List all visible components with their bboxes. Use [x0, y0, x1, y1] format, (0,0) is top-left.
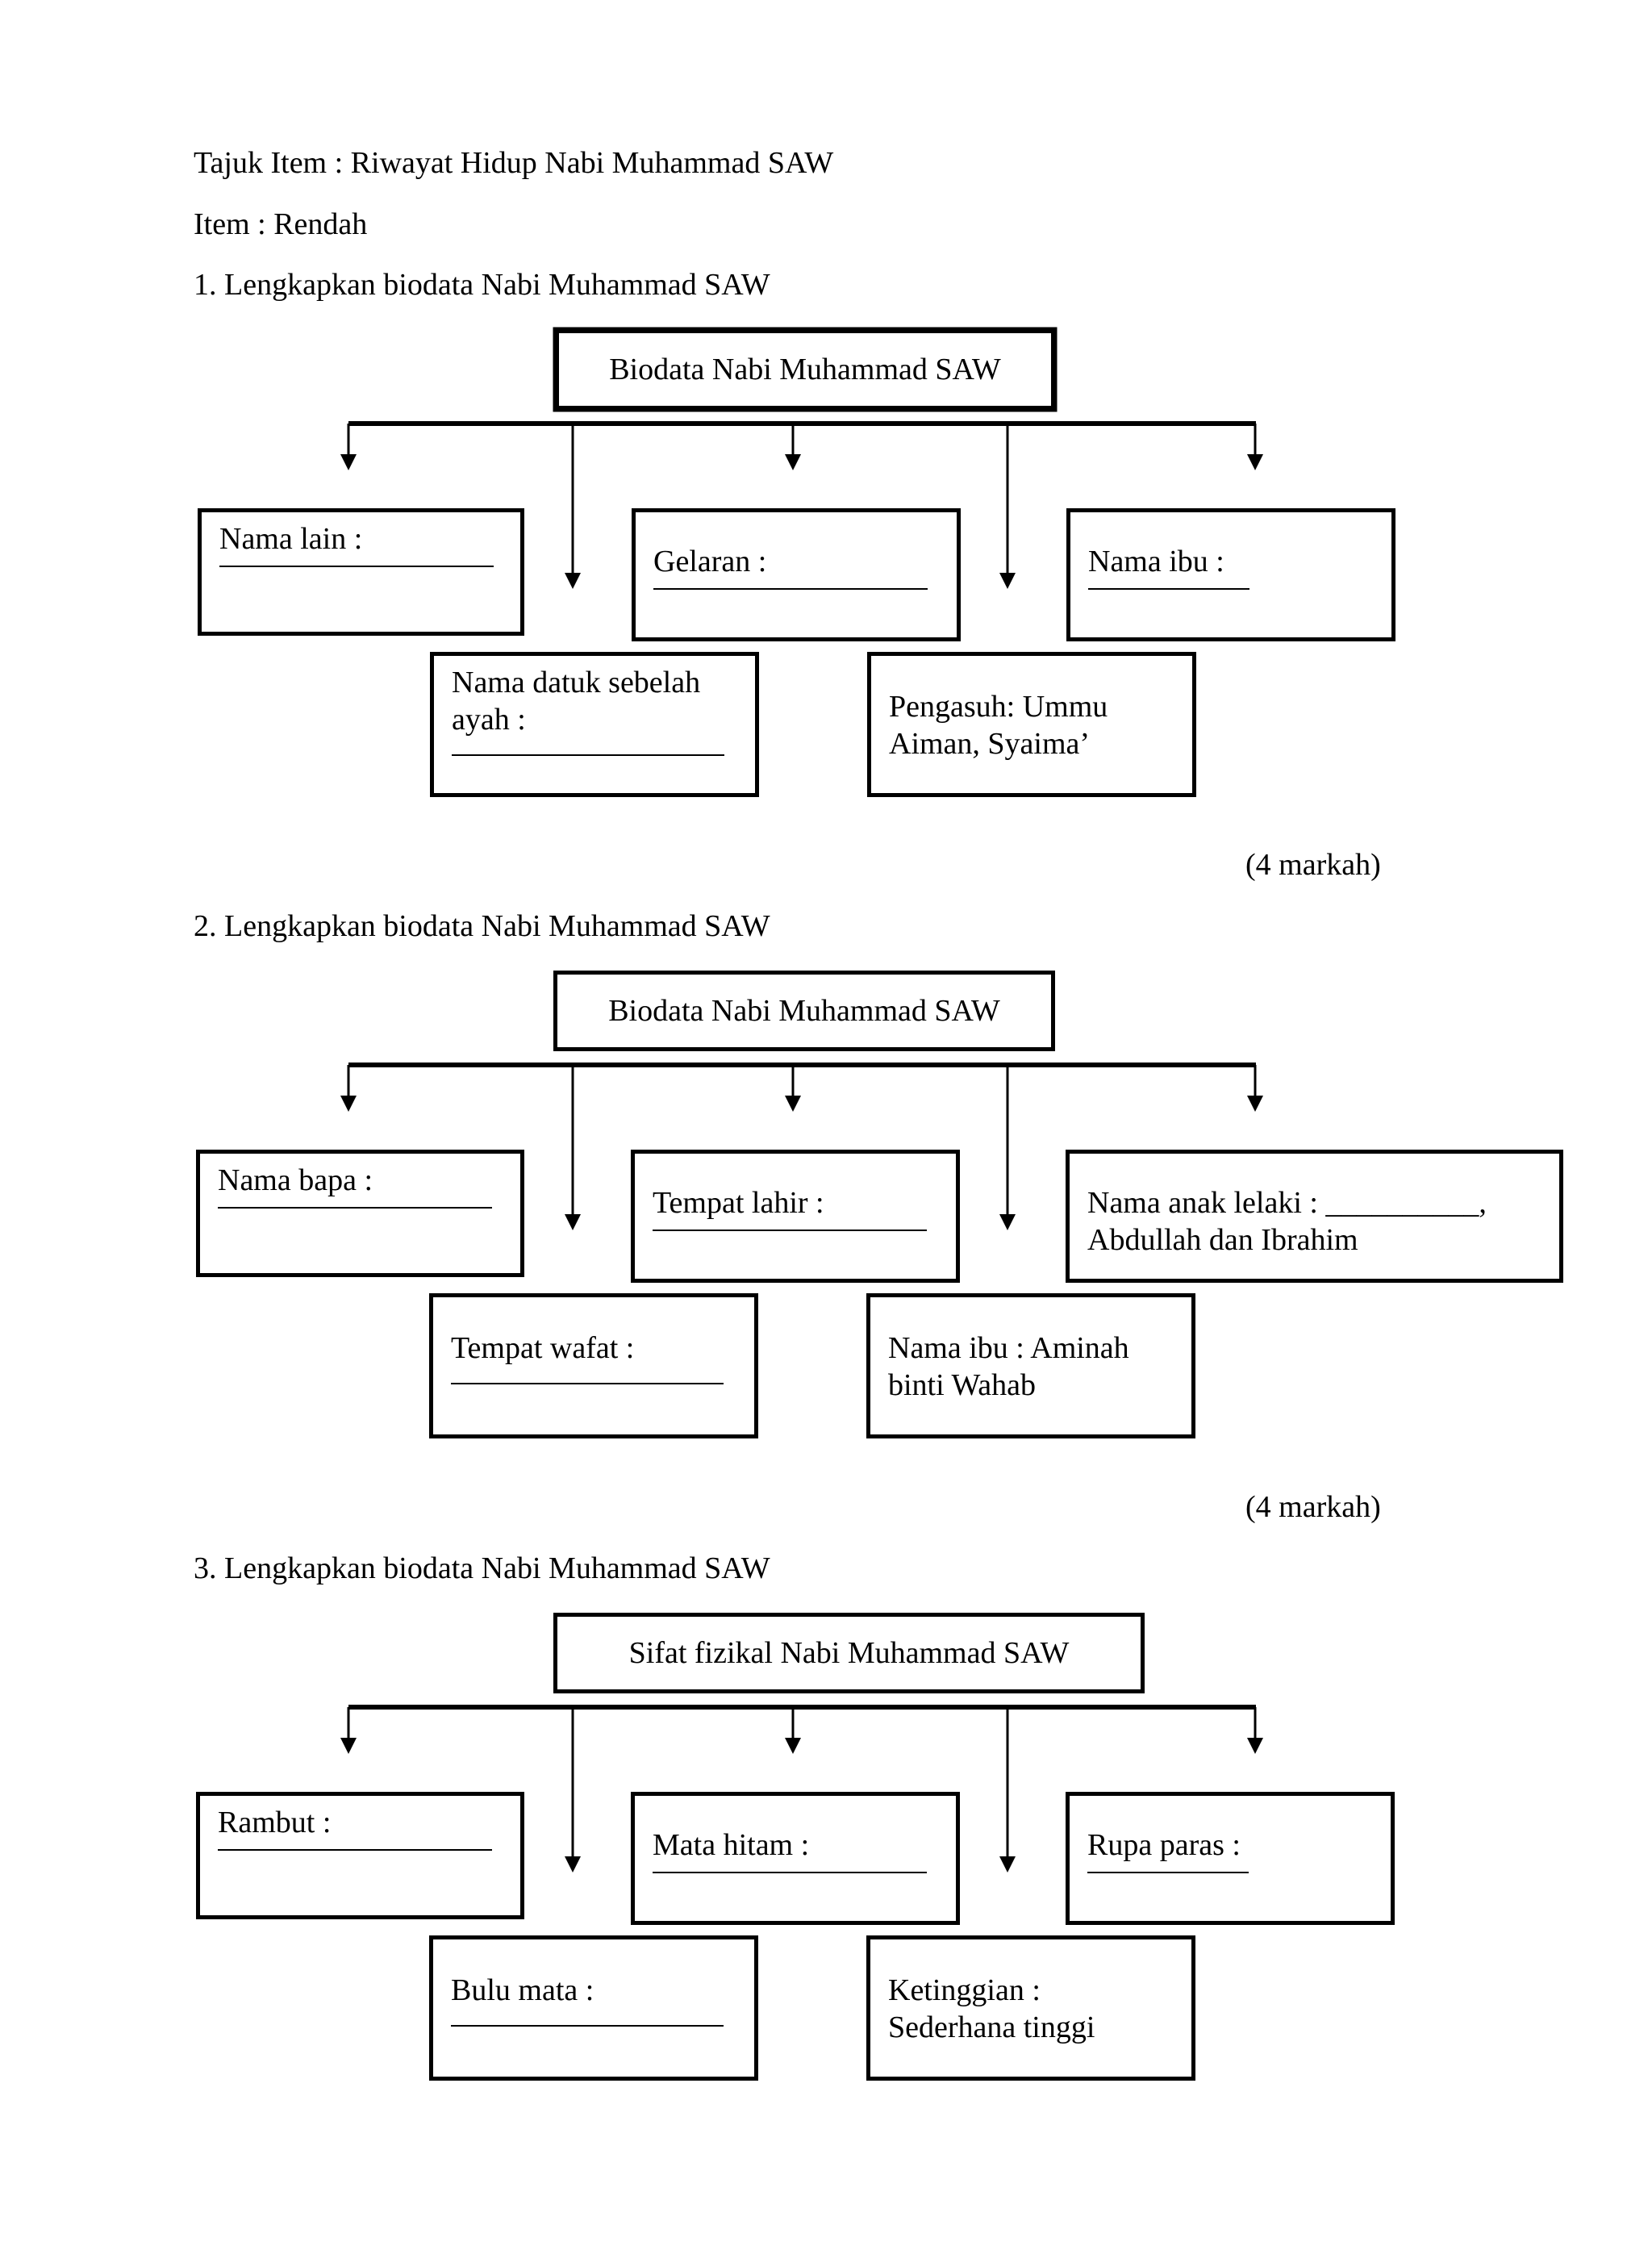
box-mata-hitam: Mata hitam : — [631, 1792, 960, 1925]
answer-blank[interactable] — [1087, 1864, 1249, 1873]
box-label: Gelaran : — [653, 545, 767, 578]
box-ketinggian: Ketinggian : Sederhana tinggi — [866, 1935, 1195, 2081]
diagram-center-title: Biodata Nabi Muhammad SAW — [553, 971, 1055, 1051]
box-rambut: Rambut : — [196, 1792, 524, 1919]
box-tempat-lahir: Tempat lahir : — [631, 1150, 960, 1283]
box-gelaran: Gelaran : — [632, 508, 961, 641]
item-title: Tajuk Item : Riwayat Hidup Nabi Muhammad… — [194, 146, 834, 180]
box-bulu-mata: Bulu mata : — [429, 1935, 758, 2081]
box-label: Nama bapa : — [218, 1163, 373, 1197]
box-nama-anak-lelaki: Nama anak lelaki : __________, Abdullah … — [1066, 1150, 1563, 1283]
question-3-diagram: Sifat fizikal Nabi Muhammad SAW Rambut :… — [0, 1613, 1652, 2242]
box-nama-ibu: Nama ibu : — [1066, 508, 1395, 641]
answer-blank[interactable] — [653, 1864, 927, 1873]
connector-lines — [340, 1705, 1263, 1873]
box-label: Rambut : — [218, 1806, 332, 1839]
answer-blank[interactable] — [452, 738, 724, 756]
answer-blank[interactable] — [451, 2009, 724, 2027]
answer-blank[interactable] — [1088, 580, 1249, 590]
box-nama-lain: Nama lain : — [198, 508, 524, 636]
box-label: Bulu mata : — [451, 1973, 594, 2007]
box-label: Ketinggian : Sederhana tinggi — [888, 1973, 1095, 2044]
answer-blank[interactable] — [219, 557, 494, 567]
question-1-marks: (4 markah) — [1245, 848, 1381, 882]
box-label: Nama anak lelaki : __________, Abdullah … — [1087, 1186, 1487, 1257]
answer-blank[interactable] — [653, 1221, 927, 1231]
answer-blank[interactable] — [451, 1367, 724, 1384]
box-nama-bapa: Nama bapa : — [196, 1150, 524, 1277]
box-label: Mata hitam : — [653, 1828, 810, 1862]
question-2-prompt: 2. Lengkapkan biodata Nabi Muhammad SAW — [194, 909, 770, 943]
box-label: Rupa paras : — [1087, 1828, 1241, 1862]
question-3-prompt: 3. Lengkapkan biodata Nabi Muhammad SAW — [194, 1551, 770, 1585]
box-nama-ibu-aminah: Nama ibu : Aminah binti Wahab — [866, 1293, 1195, 1438]
item-level: Item : Rendah — [194, 207, 368, 241]
box-label: Nama datuk sebelah ayah : — [452, 666, 701, 737]
box-label: Tempat lahir : — [653, 1186, 824, 1220]
box-nama-datuk: Nama datuk sebelah ayah : — [430, 652, 759, 797]
question-1-diagram: Biodata Nabi Muhammad SAW Nama lain : Ge… — [0, 327, 1652, 958]
box-rupa-paras: Rupa paras : — [1066, 1792, 1395, 1925]
box-pengasuh: Pengasuh: Ummu Aiman, Syaima’ — [867, 652, 1196, 797]
question-2-diagram: Biodata Nabi Muhammad SAW Nama bapa : Te… — [0, 971, 1652, 1600]
diagram-center-title: Sifat fizikal Nabi Muhammad SAW — [553, 1613, 1145, 1693]
answer-blank[interactable] — [218, 1841, 492, 1851]
box-label: Pengasuh: Ummu Aiman, Syaima’ — [889, 690, 1108, 761]
diagram-center-title: Biodata Nabi Muhammad SAW — [555, 329, 1055, 410]
box-label: Nama lain : — [219, 522, 363, 556]
box-tempat-wafat: Tempat wafat : — [429, 1293, 758, 1438]
question-1-prompt: 1. Lengkapkan biodata Nabi Muhammad SAW — [194, 268, 770, 302]
box-label: Tempat wafat : — [451, 1331, 635, 1365]
box-label: Nama ibu : — [1088, 545, 1224, 578]
answer-blank[interactable] — [653, 580, 928, 590]
question-2-marks: (4 markah) — [1245, 1490, 1381, 1524]
answer-blank[interactable] — [218, 1199, 492, 1209]
connector-lines — [340, 1063, 1263, 1230]
box-label: Nama ibu : Aminah binti Wahab — [888, 1331, 1129, 1402]
